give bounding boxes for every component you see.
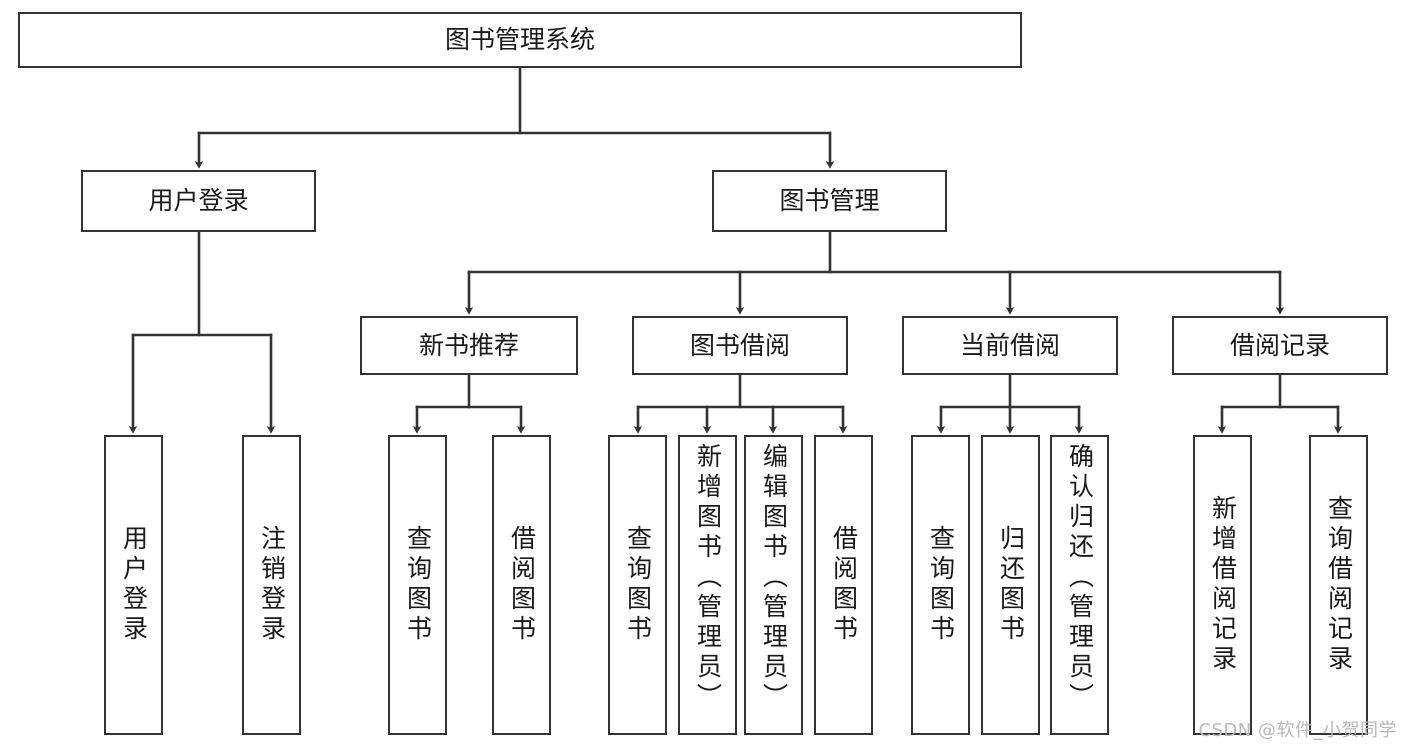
leaf-query-books-recommend[interactable]: 查询图书 (388, 435, 447, 735)
leaf-query-borrow-record[interactable]: 查询借阅记录 (1309, 435, 1368, 735)
node-book-management[interactable]: 图书管理 (712, 170, 947, 232)
node-label: 查询图书 (403, 525, 433, 645)
leaf-logout[interactable]: 注销登录 (242, 435, 301, 735)
node-label: 借阅图书 (507, 525, 537, 645)
leaf-confirm-return-admin[interactable]: 确认归还（管理员） (1050, 435, 1109, 735)
node-label: 图书管理系统 (444, 25, 595, 54)
node-current-borrowing[interactable]: 当前借阅 (902, 316, 1118, 375)
leaf-borrow-books[interactable]: 借阅图书 (814, 435, 873, 735)
node-label: 编辑图书（管理员） (759, 443, 789, 713)
node-label: 用户登录 (119, 525, 149, 645)
node-borrowing-records[interactable]: 借阅记录 (1172, 316, 1388, 375)
node-label: 图书管理 (779, 186, 880, 215)
leaf-return-books[interactable]: 归还图书 (981, 435, 1040, 735)
leaf-edit-book-admin[interactable]: 编辑图书（管理员） (744, 435, 803, 735)
leaf-query-books-borrow[interactable]: 查询图书 (608, 435, 667, 735)
node-label: 借阅记录 (1229, 330, 1330, 360)
leaf-borrow-books-recommend[interactable]: 借阅图书 (492, 435, 551, 735)
node-label: 新增图书（管理员） (693, 443, 723, 713)
node-label: 查询图书 (926, 525, 956, 645)
node-new-book-recommendation[interactable]: 新书推荐 (360, 316, 578, 375)
node-label: 用户登录 (148, 186, 249, 215)
node-user-login[interactable]: 用户登录 (81, 170, 316, 232)
node-label: 查询图书 (623, 525, 653, 645)
node-label: 注销登录 (257, 525, 287, 645)
leaf-add-borrow-record[interactable]: 新增借阅记录 (1193, 435, 1252, 735)
node-label: 当前借阅 (959, 330, 1060, 360)
node-label: 图书借阅 (689, 330, 790, 360)
leaf-user-login[interactable]: 用户登录 (104, 435, 163, 735)
node-book-borrowing[interactable]: 图书借阅 (632, 316, 848, 375)
leaf-add-book-admin[interactable]: 新增图书（管理员） (678, 435, 737, 735)
node-root-system[interactable]: 图书管理系统 (18, 12, 1022, 68)
node-label: 查询借阅记录 (1324, 495, 1354, 675)
node-label: 新增借阅记录 (1208, 495, 1238, 675)
leaf-query-books-current[interactable]: 查询图书 (911, 435, 970, 735)
node-label: 归还图书 (996, 525, 1026, 645)
node-label: 借阅图书 (829, 525, 859, 645)
node-label: 确认归还（管理员） (1065, 443, 1095, 713)
node-label: 新书推荐 (418, 330, 519, 360)
